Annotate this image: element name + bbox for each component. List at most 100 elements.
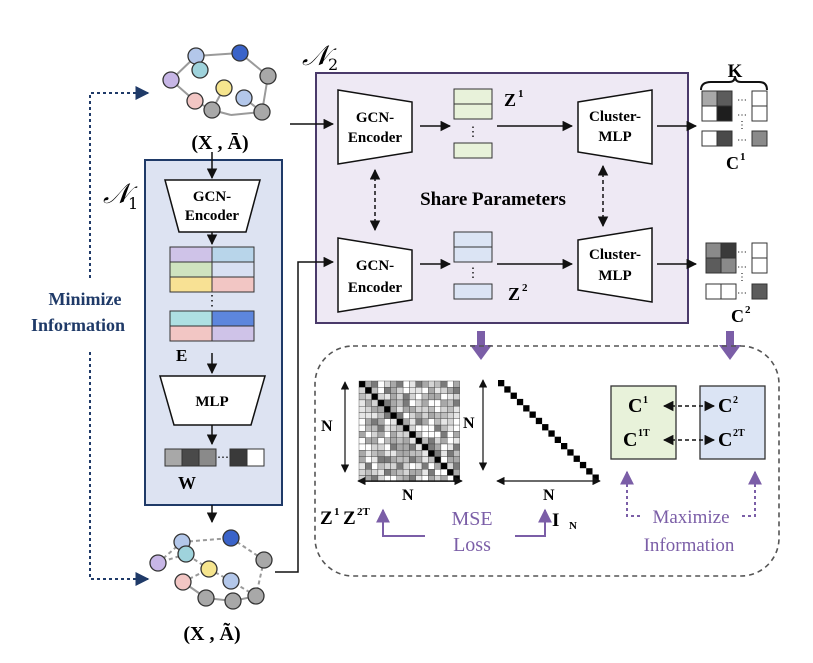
z1-embedding (453, 88, 493, 159)
input-graph-label: (X , Ā) (191, 132, 248, 154)
svg-text:⋯: ⋯ (737, 135, 747, 146)
svg-text:2T: 2T (733, 428, 745, 439)
mse-label-2: Loss (453, 534, 491, 556)
graph-node (197, 589, 215, 607)
cluster-matrix-c1 (701, 90, 768, 147)
c2-label: C (731, 306, 744, 326)
sim-n-col-label: N (402, 487, 414, 504)
svg-text:1: 1 (518, 88, 524, 100)
svg-text:2: 2 (733, 395, 738, 406)
identity-matrix-in (498, 380, 599, 481)
maximize-label-2: Information (644, 535, 735, 556)
svg-text:Cluster-: Cluster- (589, 247, 641, 263)
graph-node (200, 560, 218, 578)
svg-text:Cluster-: Cluster- (589, 109, 641, 125)
svg-text:⋮: ⋮ (737, 272, 747, 283)
svg-text:GCN-: GCN- (356, 110, 394, 126)
graph-node (224, 592, 242, 610)
graph-node (231, 44, 249, 62)
n2-label-sub: 2 (328, 55, 338, 74)
svg-text:⋮: ⋮ (737, 120, 747, 131)
svg-text:⋯: ⋯ (737, 262, 747, 273)
graph-node (253, 103, 271, 121)
svg-text:Z: Z (343, 508, 356, 529)
svg-text:1T: 1T (638, 428, 650, 439)
n2-gcn-encoder-bottom (337, 237, 413, 313)
svg-text:2: 2 (745, 304, 751, 316)
graph-node (203, 101, 221, 119)
c2-box (699, 385, 766, 460)
id-n-row-label: N (463, 415, 475, 432)
svg-text:N: N (569, 520, 577, 532)
svg-text:1: 1 (334, 506, 340, 518)
graph-node (174, 573, 192, 591)
loss-panel (314, 345, 780, 577)
graph-node (191, 61, 209, 79)
sim-n-row-label: N (321, 418, 333, 435)
graph-node (215, 79, 233, 97)
augmented-graph (149, 529, 273, 610)
k-label: K (728, 61, 743, 82)
similarity-matrix-z1z2t (358, 380, 461, 483)
svg-text:⋮: ⋮ (467, 124, 480, 139)
id-n-col-label: N (543, 487, 555, 504)
embedding-matrix-e (169, 246, 255, 342)
svg-text:2T: 2T (357, 506, 371, 518)
svg-text:Encoder: Encoder (348, 280, 403, 296)
n1-label-sub: 1 (128, 194, 138, 213)
graph-node (222, 572, 240, 590)
graph-node (222, 529, 240, 547)
svg-text:⋮: ⋮ (467, 265, 480, 280)
input-graph (162, 44, 277, 121)
maximize-label: Maximize (652, 507, 729, 528)
svg-text:⋯: ⋯ (217, 450, 229, 464)
box-c1t: C (623, 429, 637, 451)
graph-node (177, 545, 195, 563)
w-label: W (178, 473, 196, 493)
svg-text:MLP: MLP (195, 394, 228, 410)
box-c1: C (628, 395, 642, 417)
purple-down-arrow (470, 331, 741, 360)
n1-gcn-encoder (164, 179, 261, 233)
svg-text:MLP: MLP (598, 268, 631, 284)
svg-text:MLP: MLP (598, 129, 631, 145)
c1-box (610, 385, 677, 460)
svg-text:⋮: ⋮ (205, 294, 219, 309)
mse-label: MSE (451, 508, 492, 530)
minimize-label: Minimize (49, 289, 122, 309)
n2-cluster-mlp-top (577, 89, 653, 165)
svg-text:1: 1 (740, 151, 746, 163)
augmented-graph-label: (X , Ã) (183, 622, 240, 645)
identity-label: I (552, 510, 559, 531)
embedding-label: E (176, 346, 187, 365)
graph-node (162, 71, 180, 89)
svg-text:⋯: ⋯ (737, 110, 747, 121)
graph-node (259, 67, 277, 85)
graph-node (255, 551, 273, 569)
n2-gcn-encoder-top (337, 89, 413, 165)
graph-node (186, 92, 204, 110)
z1-label: Z (504, 90, 516, 110)
n2-cluster-mlp-bottom (577, 227, 653, 303)
graph-node (247, 587, 265, 605)
zz-label: Z (320, 508, 333, 529)
graph-node (149, 554, 167, 572)
minimize-label-2: Information (31, 315, 125, 335)
box-c2t: C (718, 429, 732, 451)
cluster-matrix-c2 (705, 242, 768, 300)
box-c2: C (718, 395, 732, 417)
graph-node (235, 89, 253, 107)
svg-text:GCN-: GCN- (356, 258, 394, 274)
c1-label: C (726, 153, 739, 173)
svg-text:1: 1 (643, 395, 648, 406)
svg-text:⋯: ⋯ (737, 247, 747, 258)
svg-text:Encoder: Encoder (185, 208, 240, 224)
z2-embedding (453, 231, 493, 300)
svg-text:GCN-: GCN- (193, 189, 231, 205)
svg-text:⋯: ⋯ (737, 95, 747, 106)
svg-text:Encoder: Encoder (348, 130, 403, 146)
z2-label: Z (508, 284, 520, 304)
svg-text:2: 2 (522, 282, 528, 294)
svg-text:⋯: ⋯ (737, 288, 747, 299)
